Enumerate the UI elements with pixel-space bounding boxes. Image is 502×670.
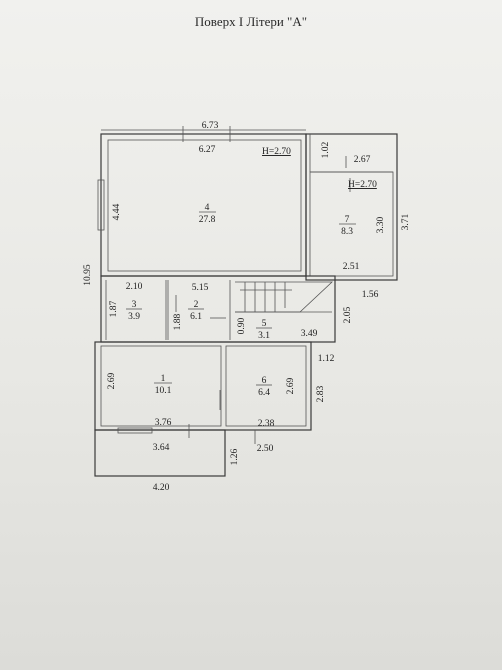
room-6-outline [225, 345, 307, 427]
room-7-height: H=2.70 [348, 180, 377, 190]
dim-terrace-depth: 1.26 [230, 448, 240, 465]
room-4-area: 27.8 [199, 215, 216, 225]
room-6-number: 6 [262, 376, 267, 386]
dim-2-05: 2.05 [343, 306, 353, 323]
room-1-area: 10.1 [155, 386, 172, 396]
room-3-area: 3.9 [128, 312, 140, 322]
dim-room-5-width: 3.49 [301, 329, 318, 339]
dim-hall-width: 5.15 [192, 283, 209, 293]
dim-room-3-width: 2.10 [126, 282, 143, 292]
dim-room-6-width: 2.38 [258, 419, 275, 429]
dim-bottom-total: 4.20 [153, 483, 170, 493]
dim-room-2-height: 1.88 [173, 313, 183, 330]
dim-2-50: 2.50 [257, 444, 274, 454]
dim-room-1-height: 2.69 [107, 372, 117, 389]
dim-1-12: 1.12 [318, 354, 335, 364]
room-3-number: 3 [132, 300, 137, 310]
walls [94, 126, 398, 477]
room-label-1: 1 10.1 [154, 374, 172, 396]
dim-room-7-width: 2.51 [343, 262, 360, 272]
window-bottom [117, 427, 153, 434]
dim-2-83: 2.83 [316, 385, 326, 402]
staircase [235, 281, 334, 313]
dim-room-5-height: 0.90 [237, 317, 247, 334]
dim-room-7-outer: 3.71 [401, 213, 411, 230]
dim-room-1-width: 3.76 [155, 418, 172, 428]
dim-top-outer: 6.73 [202, 121, 219, 131]
plan-title: Поверх І Літери "А" [194, 14, 308, 29]
room-7-outline [305, 133, 398, 281]
dim-room-7-height: 3.30 [376, 216, 386, 233]
room-label-5: 5 3.1 [256, 319, 272, 341]
dim-left-room-4: 4.44 [112, 203, 122, 220]
room-label-3: 3 3.9 [126, 300, 142, 322]
dim-room-3-height: 1.87 [109, 300, 119, 317]
room-2-number: 2 [194, 300, 199, 310]
dim-terrace-width: 3.64 [153, 443, 170, 453]
room-4-height: H=2.70 [262, 147, 291, 157]
room-1-number: 1 [161, 374, 166, 384]
room-label-7: 7 8.3 [339, 215, 356, 237]
dim-1-56: 1.56 [362, 290, 379, 300]
terrace-outline [94, 429, 226, 477]
dim-total-height: 10.95 [83, 264, 93, 286]
room-2-area: 6.1 [190, 312, 202, 322]
dim-right-top-b: 2.67 [354, 155, 371, 165]
dimension-labels: 6.73 6.27 1.02 2.67 4.44 3.30 3.71 2.51 … [83, 121, 411, 493]
lower-block-outline [94, 341, 312, 431]
window-left [97, 179, 105, 231]
room-5-number: 5 [262, 319, 267, 329]
room-6-area: 6.4 [258, 388, 270, 398]
room-label-6: 6 6.4 [256, 376, 272, 398]
room-label-2: 2 6.1 [188, 300, 204, 322]
room-7-number: 7 [345, 215, 350, 225]
room-label-4: 4 27.8 [199, 203, 216, 225]
room-4-number: 4 [205, 203, 210, 213]
room-labels: 4 27.8 7 8.3 3 3.9 2 6.1 5 [126, 203, 356, 398]
room-5-area: 3.1 [258, 331, 270, 341]
dim-top-inner: 6.27 [199, 145, 216, 155]
dim-room-6-height: 2.69 [286, 377, 296, 394]
room-7-area: 8.3 [341, 227, 353, 237]
room-1-outline [100, 345, 222, 427]
dim-right-top-a: 1.02 [321, 141, 331, 158]
